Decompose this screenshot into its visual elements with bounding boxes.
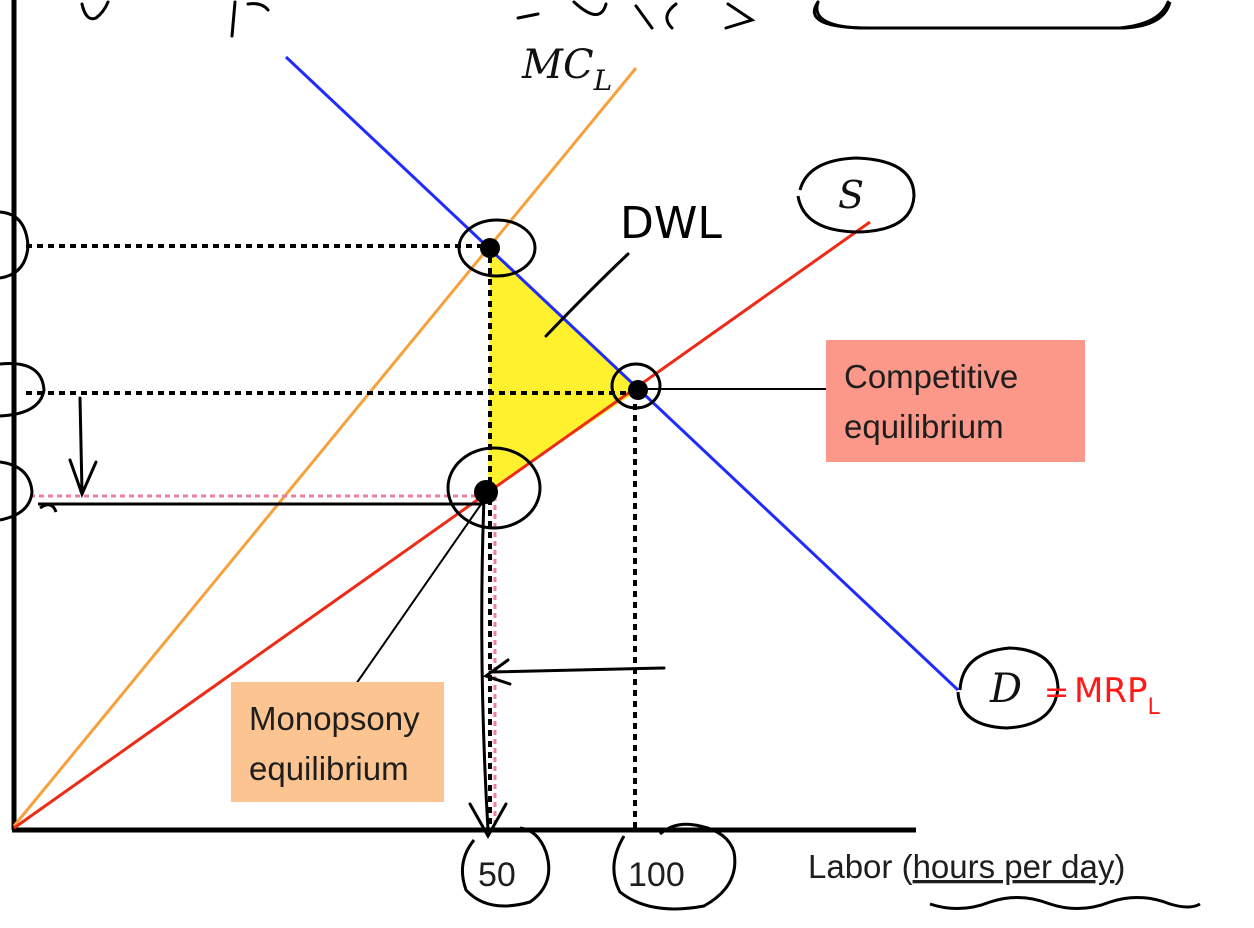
down-arrow-icon — [68, 396, 98, 499]
monopsony-equilibrium-point — [474, 480, 498, 504]
monopsony-line-2: equilibrium — [249, 750, 409, 787]
circled-wage-upper — [0, 210, 30, 280]
circled-wage-competitive — [0, 362, 46, 418]
monopsony-line-1: Monopsony — [249, 700, 420, 737]
circled-point-icon — [446, 446, 542, 530]
monopsony-pointer — [355, 499, 485, 685]
quantity-drop-arrow — [468, 496, 508, 840]
competitive-line-1: Competitive — [844, 358, 1019, 395]
demand-label-circle — [956, 646, 1060, 730]
mcl-label: MCL — [521, 42, 612, 97]
upper-equilibrium-point — [480, 238, 500, 258]
circled-point-icon — [610, 362, 662, 410]
demand-label: D — [989, 666, 1022, 712]
supply-curve — [13, 220, 871, 830]
axis-unit-squiggle — [929, 896, 1201, 910]
demand-curve — [284, 55, 960, 692]
competitive-line-2: equilibrium — [844, 408, 1004, 445]
mrp-label: MRPL — [1074, 671, 1160, 720]
monopsony-equilibrium-label: Monopsony equilibrium — [231, 682, 444, 802]
tick-100-circle — [612, 822, 737, 911]
x-axis-label: Labor (hours per day) — [808, 848, 1125, 885]
competitive-equilibrium-label: Competitive equilibrium — [826, 340, 1085, 462]
tick-label-100: 100 — [628, 856, 685, 894]
deadweight-loss-area — [488, 248, 640, 492]
supply-label: S — [838, 173, 864, 217]
dwl-pointer — [544, 252, 630, 338]
marginal-cost-of-labor-curve — [12, 67, 638, 827]
tick-label-50: 50 — [478, 856, 516, 894]
top-right-oval — [815, 1, 1172, 30]
dwl-label: DWL — [620, 198, 722, 249]
tick-50-circle — [460, 826, 551, 908]
circled-wage-monopsony — [0, 460, 58, 522]
circled-point-icon — [457, 218, 537, 278]
top-handwriting — [80, 0, 1170, 38]
competitive-equilibrium-point — [628, 380, 648, 400]
left-arrow-icon — [482, 658, 666, 686]
supply-label-circle — [796, 156, 916, 234]
equals-sign: = — [1044, 675, 1069, 710]
